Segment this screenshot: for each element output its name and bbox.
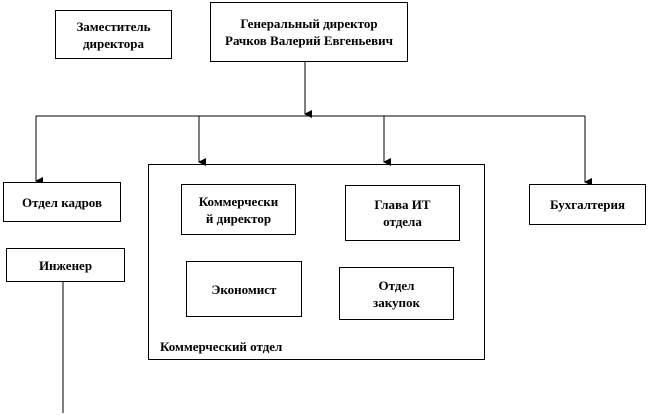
purchasing-department-box: Отдел закупок <box>339 267 454 320</box>
commercial-department-label: Коммерческий отдел <box>160 339 283 354</box>
general-director-box: Генеральный директор Рачков Валерий Евге… <box>210 2 408 62</box>
it-head-box: Глава ИТ отдела <box>345 185 460 241</box>
accounting-box: Бухгалтерия <box>529 184 646 225</box>
commercial-department-group <box>148 164 485 360</box>
economist-box: Экономист <box>186 261 302 317</box>
hr-department-box: Отдел кадров <box>3 182 121 222</box>
deputy-director-box: Заместитель директора <box>55 10 172 59</box>
engineer-box: Инженер <box>6 248 125 282</box>
commercial-director-box: Коммерчески й директор <box>181 184 296 235</box>
